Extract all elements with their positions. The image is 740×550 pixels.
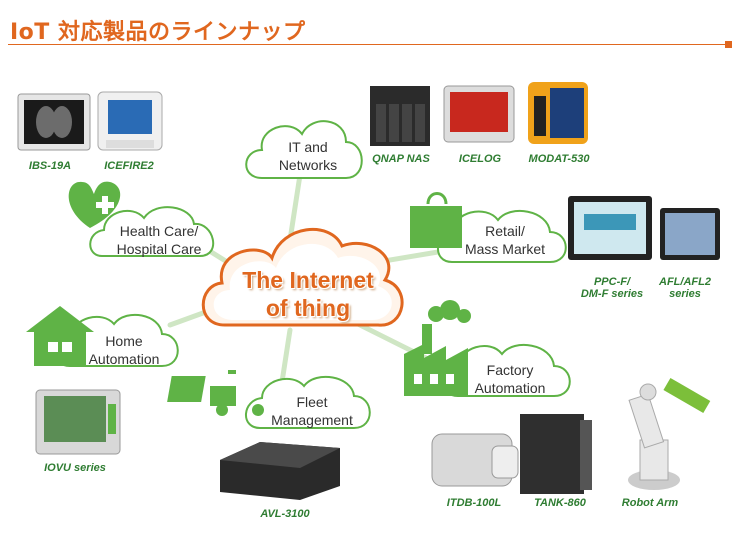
truck-icon: [167, 370, 264, 416]
shopping-bag-icon: [410, 192, 462, 248]
ppc-f-image: [568, 196, 652, 260]
cloud-health-care: [89, 206, 215, 257]
center-label: The Internet of thing: [208, 266, 408, 322]
house-icon: [26, 306, 94, 366]
modat-530-image: [528, 82, 588, 144]
robot-arm-image: [628, 377, 711, 490]
cloud-fleet: [245, 376, 371, 429]
ibs-19a-image: [17, 93, 91, 151]
tank-860-image: [520, 414, 592, 494]
iovu-image: [35, 389, 121, 455]
itdb-100l-image: [431, 433, 519, 487]
product-label-afl-line2: series: [669, 288, 701, 300]
product-label-modat-530: MODAT-530: [528, 153, 590, 165]
category-fleet-line1: Fleet: [296, 394, 328, 410]
product-label-icefire2: ICEFIRE2: [104, 160, 154, 172]
category-retail: Retail/ Mass Market: [452, 222, 558, 258]
product-label-qnap-nas: QNAP NAS: [372, 153, 430, 165]
category-health-line1: Health Care/: [119, 223, 199, 239]
category-fleet-line2: Management: [271, 412, 353, 428]
product-label-iovu: IOVU series: [44, 462, 106, 474]
product-label-afl-line1: AFL/AFL2: [659, 276, 711, 288]
category-it-line1: IT and: [288, 139, 328, 155]
product-label-icelog: ICELOG: [458, 153, 502, 165]
category-fleet-management: Fleet Management: [262, 393, 362, 429]
product-label-avl-3100: AVL-3100: [260, 508, 310, 520]
factory-icon: [404, 300, 471, 396]
category-home-automation: Home Automation: [72, 332, 176, 368]
title-divider: [8, 44, 730, 45]
category-retail-line2: Mass Market: [464, 241, 546, 257]
category-factory-line2: Automation: [474, 380, 546, 396]
page-title: IoT 対応製品のラインナップ: [10, 20, 306, 45]
product-label-ibs-19a: IBS-19A: [28, 160, 72, 172]
category-health-care: Health Care/ Hospital Care: [104, 222, 214, 258]
icefire2-image: [97, 91, 163, 151]
product-label-itdb-100l: ITDB-100L: [446, 497, 502, 509]
product-label-afl: AFL/AFL2 series: [650, 276, 720, 300]
qnap-nas-image: [370, 86, 430, 146]
category-home-line2: Automation: [88, 351, 160, 367]
icelog-image: [443, 85, 515, 143]
category-it-line2: Networks: [278, 157, 338, 173]
center-cloud: [201, 227, 404, 327]
center-label-line2: of thing: [265, 295, 351, 321]
title-divider-marker: [725, 41, 732, 48]
product-label-ppc-f: PPC-F/ DM-F series: [572, 276, 652, 300]
category-home-line1: Home: [105, 333, 143, 349]
product-label-robot-arm: Robot Arm: [621, 497, 679, 509]
center-label-line1: The Internet: [242, 267, 374, 293]
cloud-it-networks: [245, 120, 363, 179]
product-label-ppc-f-line2: DM-F series: [580, 288, 644, 300]
avl-3100-image: [220, 442, 340, 500]
category-retail-line1: Retail/: [485, 223, 525, 239]
category-it-networks: IT and Networks: [268, 138, 348, 174]
heart-cross-icon: [68, 181, 121, 228]
product-label-tank-860: TANK-860: [534, 497, 586, 509]
product-label-ppc-f-line1: PPC-F/: [593, 276, 631, 288]
category-factory-line1: Factory: [486, 362, 534, 378]
category-factory-automation: Factory Automation: [460, 361, 560, 397]
category-health-line2: Hospital Care: [116, 241, 202, 257]
afl-image: [660, 208, 720, 260]
